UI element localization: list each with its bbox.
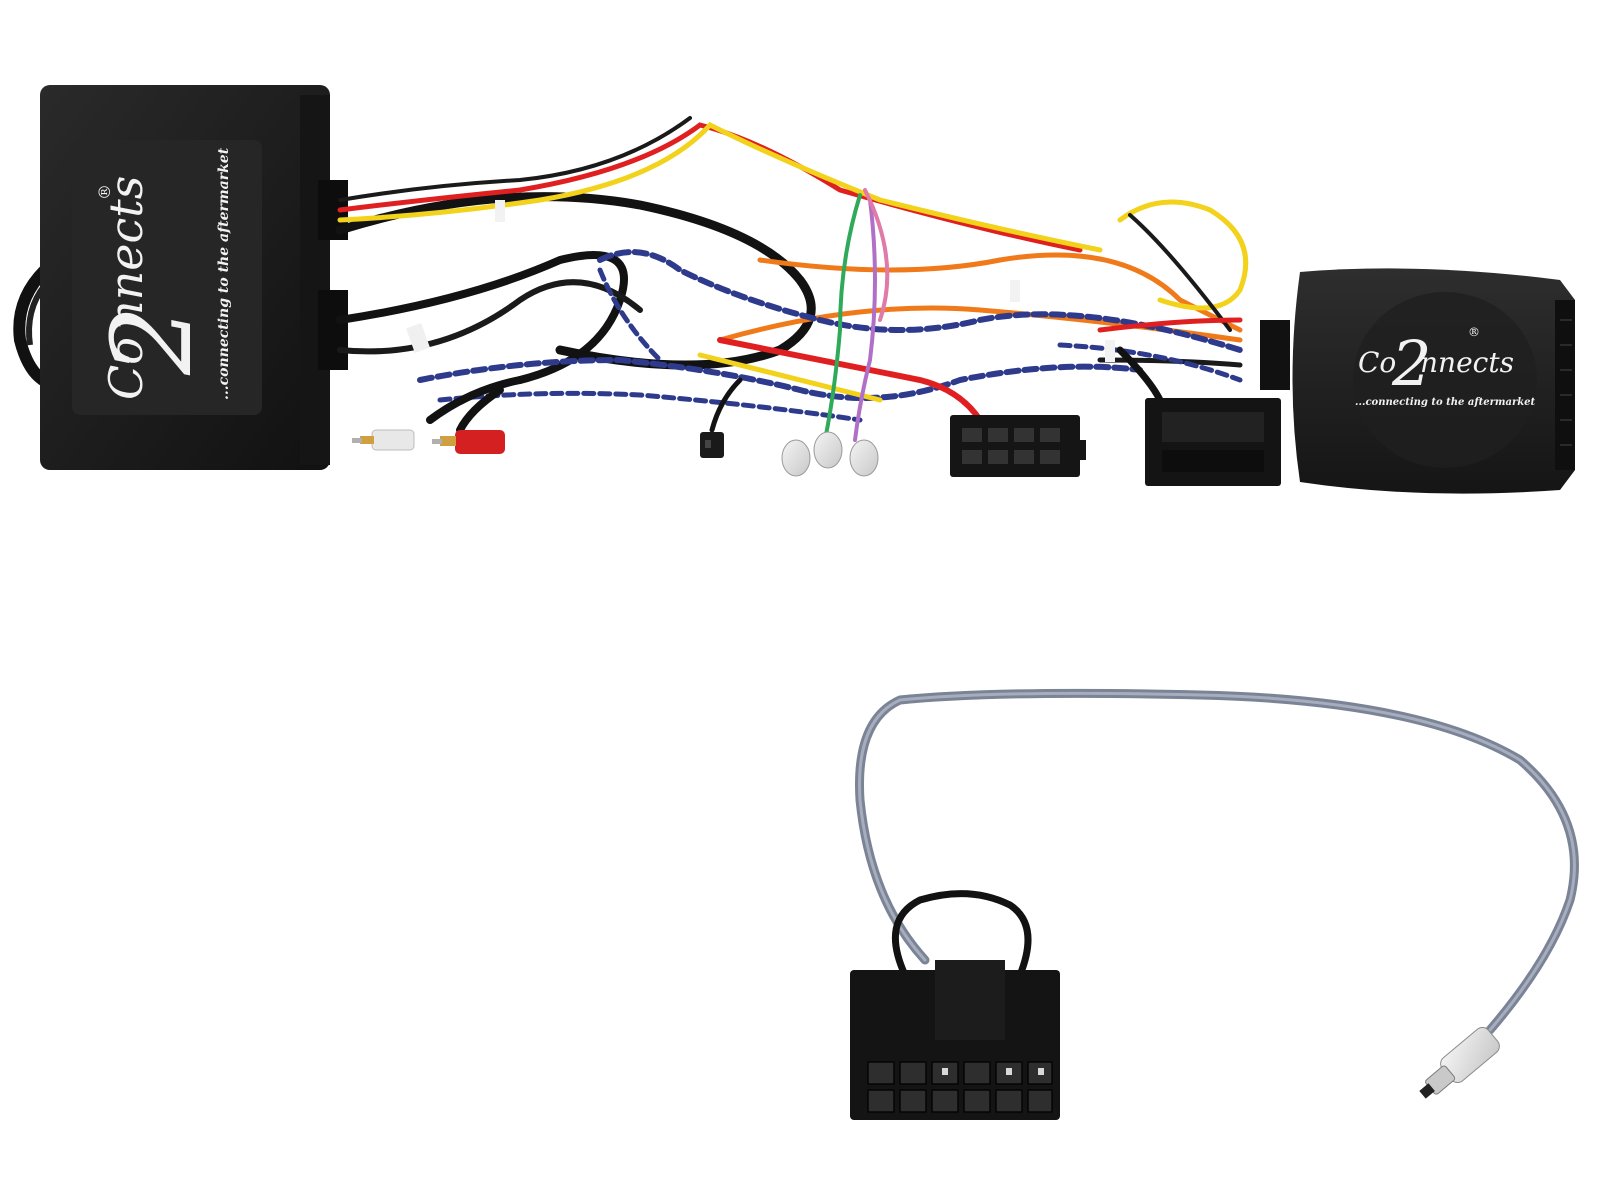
left-brand-logo: Co nnects 2 ® ...connecting to the after… xyxy=(88,147,232,400)
brand-tagline-left: ...connecting to the aftermarket xyxy=(216,147,232,400)
rca-plug-white-icon xyxy=(352,429,415,451)
black-wire-loop xyxy=(891,890,1032,979)
right-module-box-icon: Co nnects 2 ® ...connecting to the after… xyxy=(1260,268,1575,494)
right-brand-logo: Co nnects 2 ® ...connecting to the after… xyxy=(1355,325,1536,408)
brand-registered-mark: ® xyxy=(95,184,114,200)
brand-big-digit: 2 xyxy=(88,305,216,376)
quadlock-connector-icon xyxy=(1145,398,1281,486)
left-module-box-icon: Co nnects 2 ® ...connecting to the after… xyxy=(13,85,348,470)
brand-script-part-2: nnects xyxy=(99,176,153,330)
rca-plug-red-icon xyxy=(432,430,505,454)
right-brand-registered: ® xyxy=(1468,325,1480,339)
iso-connector-icon xyxy=(950,415,1086,477)
brand-tagline-right: ...connecting to the aftermarket xyxy=(1355,397,1536,408)
antenna-plug-icon xyxy=(1419,1026,1500,1099)
multi-pin-connector-icon xyxy=(850,960,1060,1120)
right-brand-script-2: nnects xyxy=(1420,346,1514,379)
wire-harness xyxy=(335,116,1249,442)
brand-script-part-1: Co xyxy=(99,337,153,400)
bullet-terminals-icon xyxy=(781,431,879,477)
small-plug-icon xyxy=(700,432,724,458)
grey-cable xyxy=(855,688,1579,1035)
right-brand-script-1: Co xyxy=(1358,346,1396,379)
right-brand-digit: 2 xyxy=(1391,327,1431,400)
